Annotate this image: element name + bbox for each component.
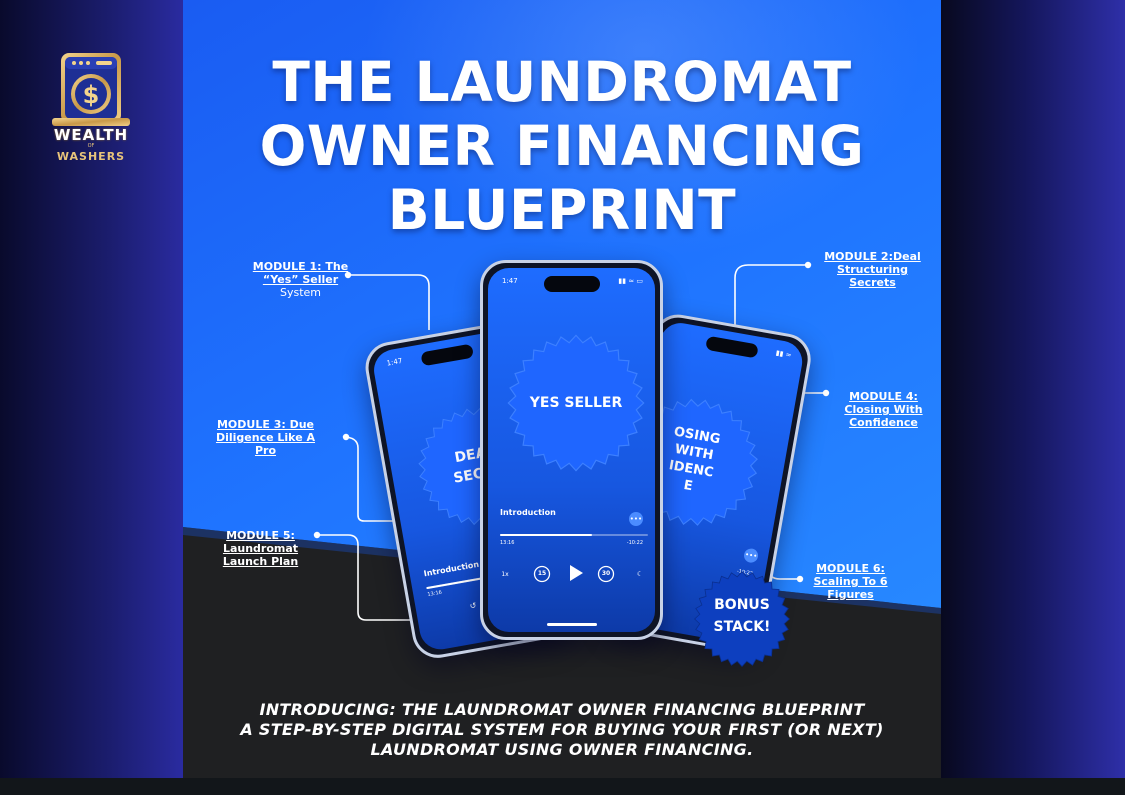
bonus-badge-star [694, 571, 790, 667]
phone-left-elapsed: 13:16 [427, 589, 443, 599]
skip-back-icon [533, 565, 551, 583]
phone-center-badge [507, 334, 645, 472]
right-background-panel [941, 0, 1125, 778]
phone-center-play-button[interactable] [564, 562, 586, 584]
poster: THE LAUNDROMAT OWNER FINANCING BLUEPRINT… [183, 0, 941, 778]
bonus-line-2: STACK! [713, 619, 771, 635]
phone-center: 1:47 ▮▮ ≈ ▭ YES SELLER Introduction ••• … [480, 260, 663, 640]
bottom-strip [0, 778, 1125, 795]
module-4-line-2: Closing With [844, 403, 923, 416]
logo-text-washers: WASHERS [56, 150, 126, 163]
connector-dots [313, 261, 830, 583]
left-background-panel [0, 0, 183, 778]
module-3-line-1: MODULE 3: Due [216, 418, 315, 431]
logo-text-of: OF [87, 143, 95, 149]
module-6-label: MODULE 6: Scaling To 6 Figures [793, 562, 908, 601]
moon-icon: ☾ [636, 570, 644, 578]
phone-center-home-indicator [546, 623, 597, 626]
module-2-line-3: Secrets [849, 276, 896, 289]
module-1-line-2: “Yes” Seller [262, 273, 339, 286]
dollar-washer-icon: $ [52, 53, 130, 126]
phone-center-speed-button[interactable]: 1x [501, 571, 509, 578]
skip-back-icon: ↺ [469, 600, 478, 611]
phone-right-more-button[interactable]: ••• [742, 547, 760, 564]
more-dots-icon: ••• [629, 515, 643, 523]
phone-center-badge-text: YES SELLER [529, 395, 623, 411]
module-5-line-3: Launch Plan [222, 555, 299, 568]
phone-left-time: 1:47 [386, 356, 403, 368]
module-3-label: MODULE 3: Due Diligence Like A Pro [208, 418, 323, 457]
phone-center-time: 1:47 [502, 277, 518, 285]
phone-right-notch [705, 335, 759, 359]
phone-left-track-title: Introduction [423, 559, 480, 579]
phone-center-track-title: Introduction [500, 508, 556, 517]
module-6-line-3: Figures [827, 588, 874, 601]
skip-forward-seconds: 30 [601, 570, 611, 577]
skip-back-seconds: 15 [537, 570, 547, 577]
skip-forward-icon [597, 565, 615, 583]
phone-center-notch [543, 276, 600, 292]
signal-wifi-icon: ▮▮ ≈ [775, 348, 793, 360]
connector-module-2 [734, 264, 808, 330]
bonus-stack-badge: BONUS STACK! [693, 570, 791, 668]
module-3-line-2: Diligence Like A [215, 431, 316, 444]
connector-module-5 [317, 534, 420, 621]
module-1-label: MODULE 1: The “Yes” Seller System [243, 260, 358, 299]
module-6-line-2: Scaling To 6 [813, 575, 888, 588]
phone-center-screen: 1:47 ▮▮ ≈ ▭ YES SELLER Introduction ••• … [488, 268, 655, 632]
module-2-line-2: Structuring [837, 263, 908, 276]
phone-center-skip-forward-button[interactable]: 30 [596, 564, 616, 584]
phone-center-progress[interactable] [500, 534, 648, 536]
module-2-line-1: MODULE 2:Deal [824, 250, 921, 263]
module-5-line-2: Laundromat [222, 542, 299, 555]
main-title: THE LAUNDROMAT OWNER FINANCING BLUEPRINT [223, 50, 901, 242]
phone-center-skip-back-button[interactable]: 15 [532, 564, 552, 584]
svg-text:$: $ [83, 81, 100, 109]
module-1-line-3: System [279, 286, 322, 299]
intro-line-2: A STEP-BY-STEP DIGITAL SYSTEM FOR BUYING… [240, 720, 884, 739]
intro-line-3: LAUNDROMAT USING OWNER FINANCING. [370, 740, 754, 759]
module-4-line-3: Confidence [849, 416, 918, 429]
title-line-3: BLUEPRINT [387, 178, 737, 242]
more-dots-icon: ••• [744, 550, 758, 561]
intro-text: INTRODUCING: THE LAUNDROMAT OWNER FINANC… [203, 700, 921, 760]
wealth-of-washers-logo: $ WEALTH OF WASHERS [38, 50, 144, 168]
logo-text-wealth: WEALTH [53, 126, 129, 144]
module-3-line-3: Pro [254, 444, 277, 457]
phone-center-sleep-button[interactable]: ☾ [634, 570, 646, 578]
bonus-stack-text: BONUS STACK! [693, 594, 791, 638]
connector-module-1 [348, 274, 430, 330]
title-line-1: THE LAUNDROMAT [272, 50, 852, 114]
module-5-label: MODULE 5: Laundromat Launch Plan [203, 529, 318, 568]
phone-center-remaining: -10:22 [626, 540, 643, 546]
module-5-line-1: MODULE 5: [226, 529, 295, 542]
bonus-line-1: BONUS [714, 597, 770, 613]
signal-wifi-battery-icon: ▮▮ ≈ ▭ [618, 277, 643, 285]
play-icon [570, 565, 583, 581]
module-1-line-1: MODULE 1: The [252, 260, 349, 273]
phone-left-notch [419, 343, 474, 367]
intro-line-1: INTRODUCING: THE LAUNDROMAT OWNER FINANC… [259, 700, 865, 719]
module-4-label: MODULE 4: Closing With Confidence [826, 390, 941, 429]
module-6-line-1: MODULE 6: [816, 562, 885, 575]
module-4-line-1: MODULE 4: [849, 390, 918, 403]
phone-center-elapsed: 13:16 [500, 540, 515, 546]
module-2-label: MODULE 2:Deal Structuring Secrets [815, 250, 930, 289]
phone-center-more-button[interactable]: ••• [629, 512, 643, 526]
title-line-2: OWNER FINANCING [259, 114, 865, 178]
